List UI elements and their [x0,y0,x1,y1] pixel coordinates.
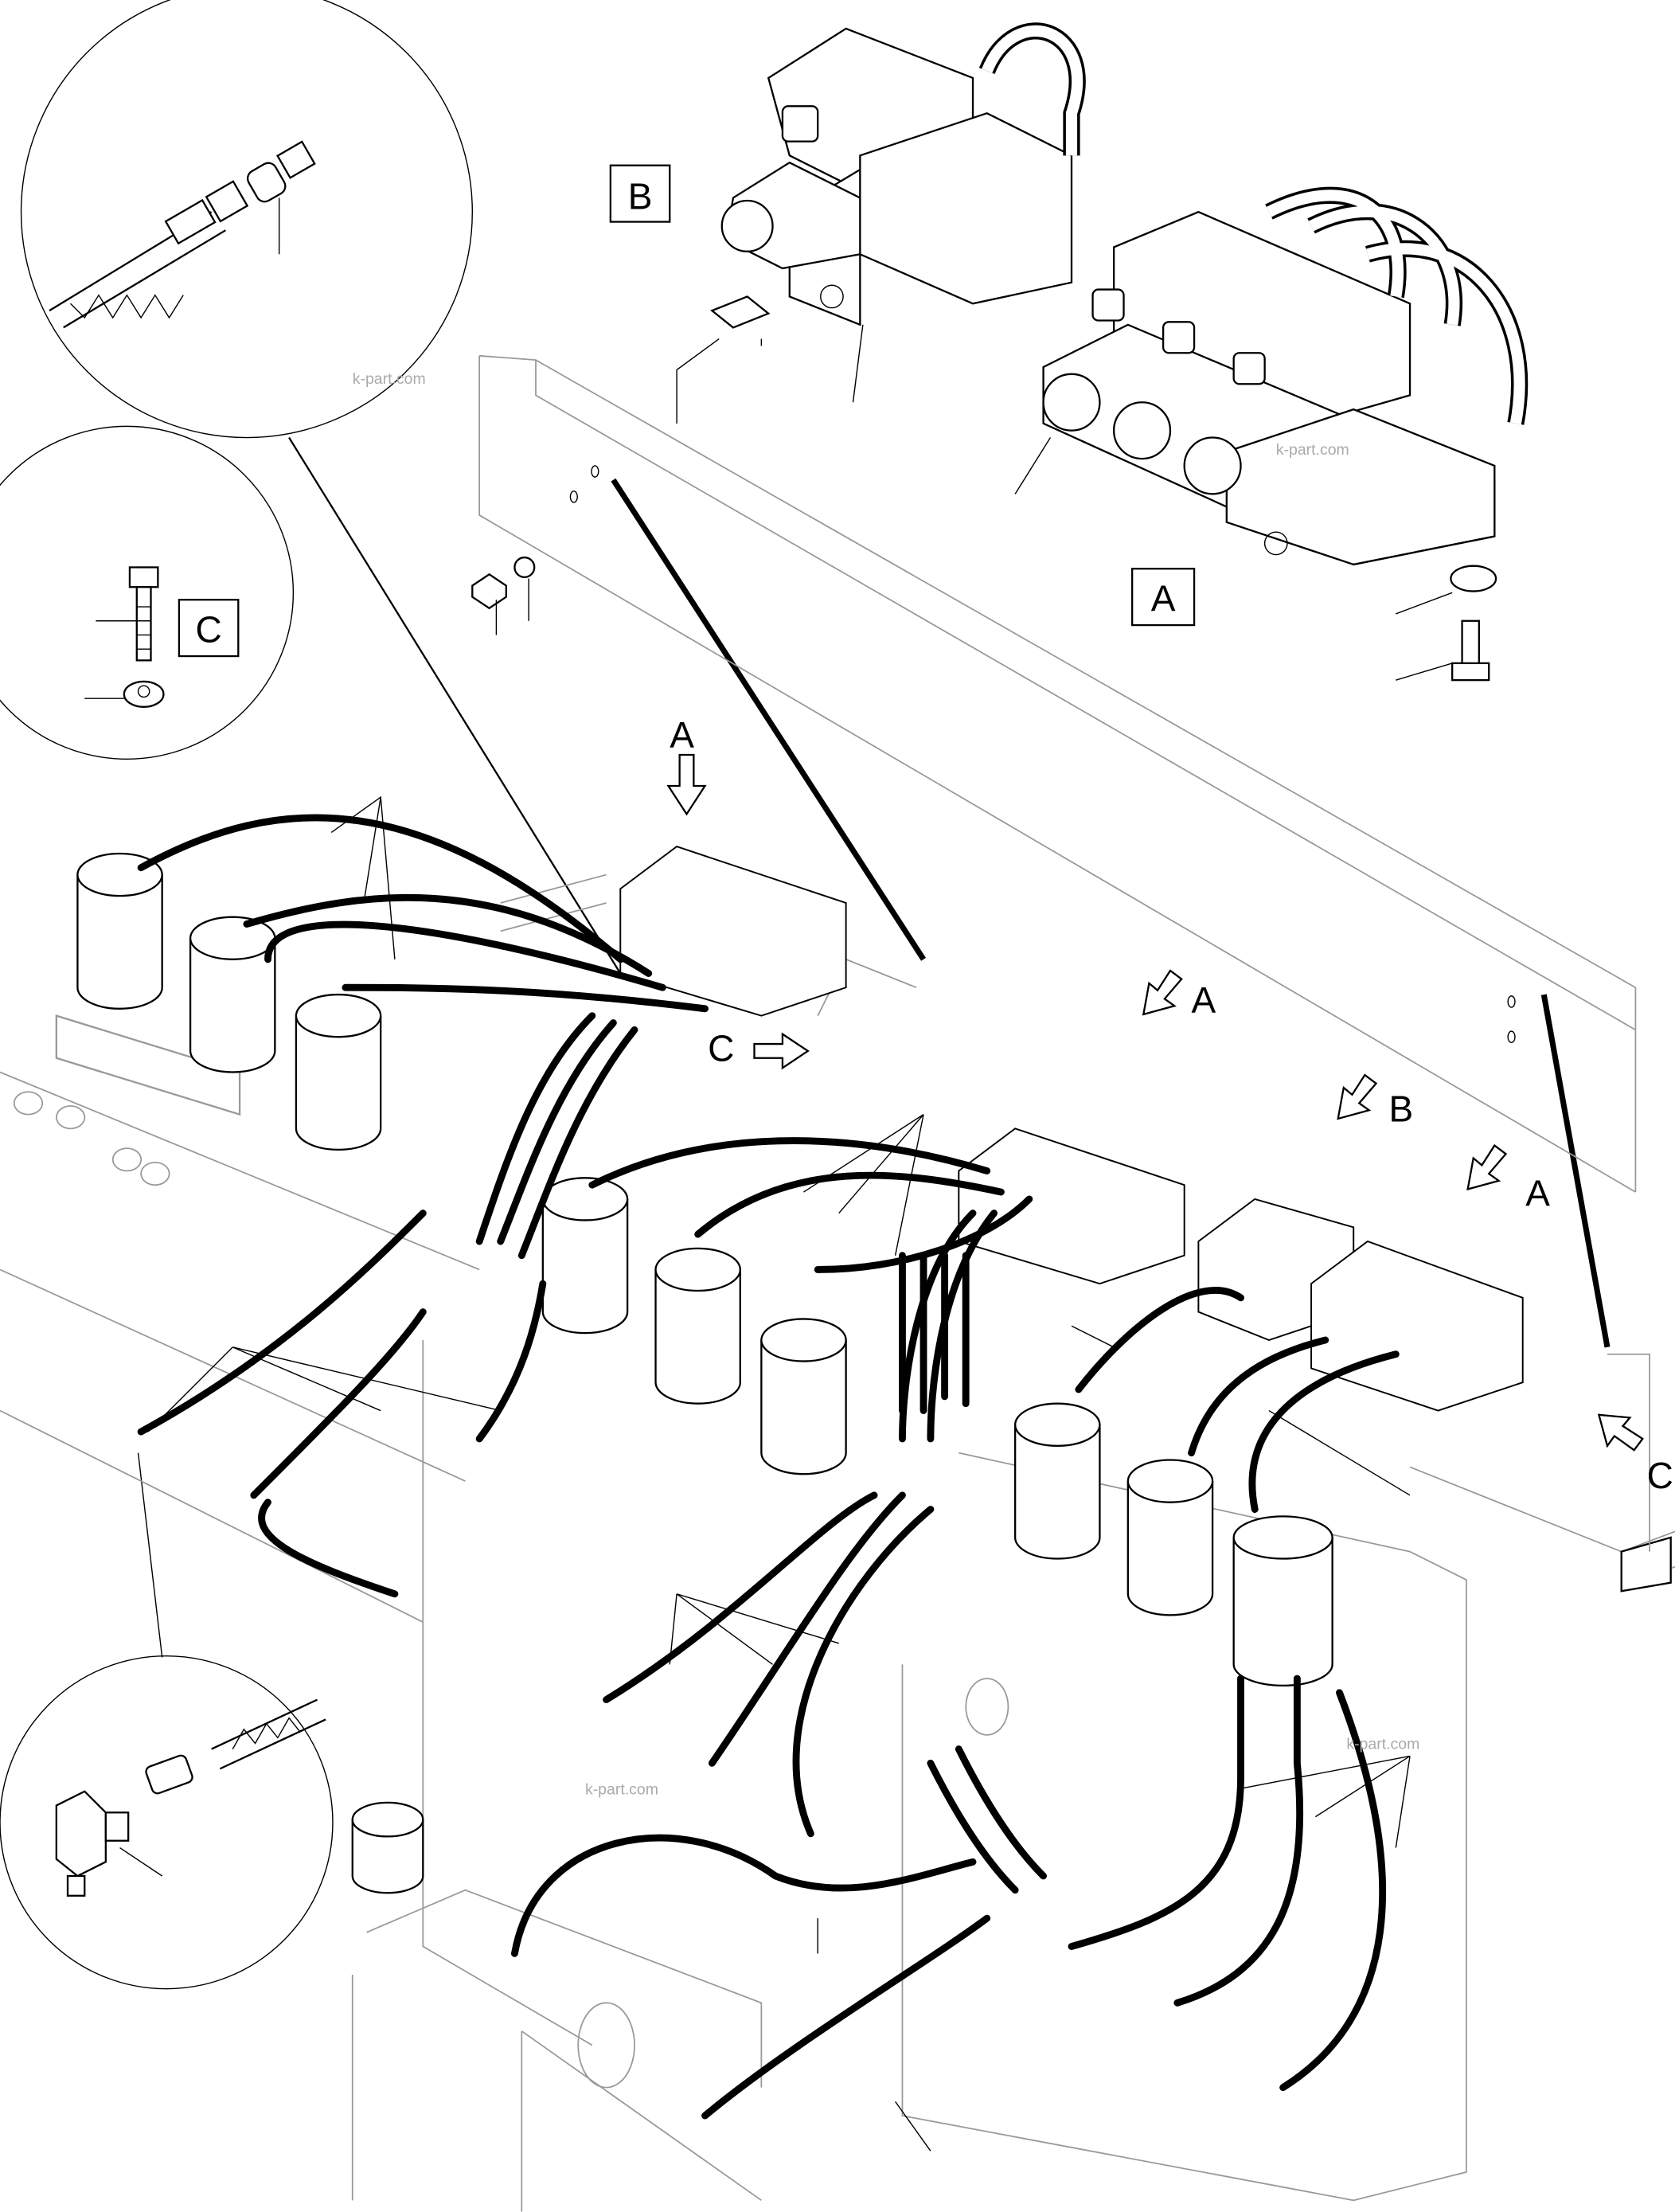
valve-assembly-b: B [609,22,1086,424]
filter-cylinders [55,852,1333,1894]
valve-assembly-a: A [471,186,1529,682]
mounting-beam [478,354,1675,1593]
arrow-label-b: B [1388,1088,1413,1129]
hose-leaders [147,795,1411,2151]
arrow-label-a2: A [1192,979,1216,1021]
watermark: k-part.com [1346,1736,1419,1753]
watermark: k-part.com [585,1780,658,1798]
inset-hose-fitting-top [20,0,473,439]
label-box-c: C [195,608,221,650]
pointer-arrows: A A B A C C [666,714,1673,1496]
arrow-label-c1: C [708,1027,734,1069]
label-box-b: B [628,176,653,217]
arrow-label-a3: A [1525,1173,1550,1214]
inset-bolt-nut-c: C [0,425,295,760]
inset-elbow-fitting-bottom [0,1452,334,1990]
hydraulic-hoses [137,814,1400,2120]
arrow-label-a1: A [670,714,694,756]
label-box-a: A [1151,577,1176,619]
watermark: k-part.com [353,370,426,388]
mounted-valve-stacks [619,846,1524,1412]
machine-body [0,873,1651,2212]
watermark: k-part.com [1276,441,1349,459]
arrow-label-c2: C [1647,1455,1673,1496]
